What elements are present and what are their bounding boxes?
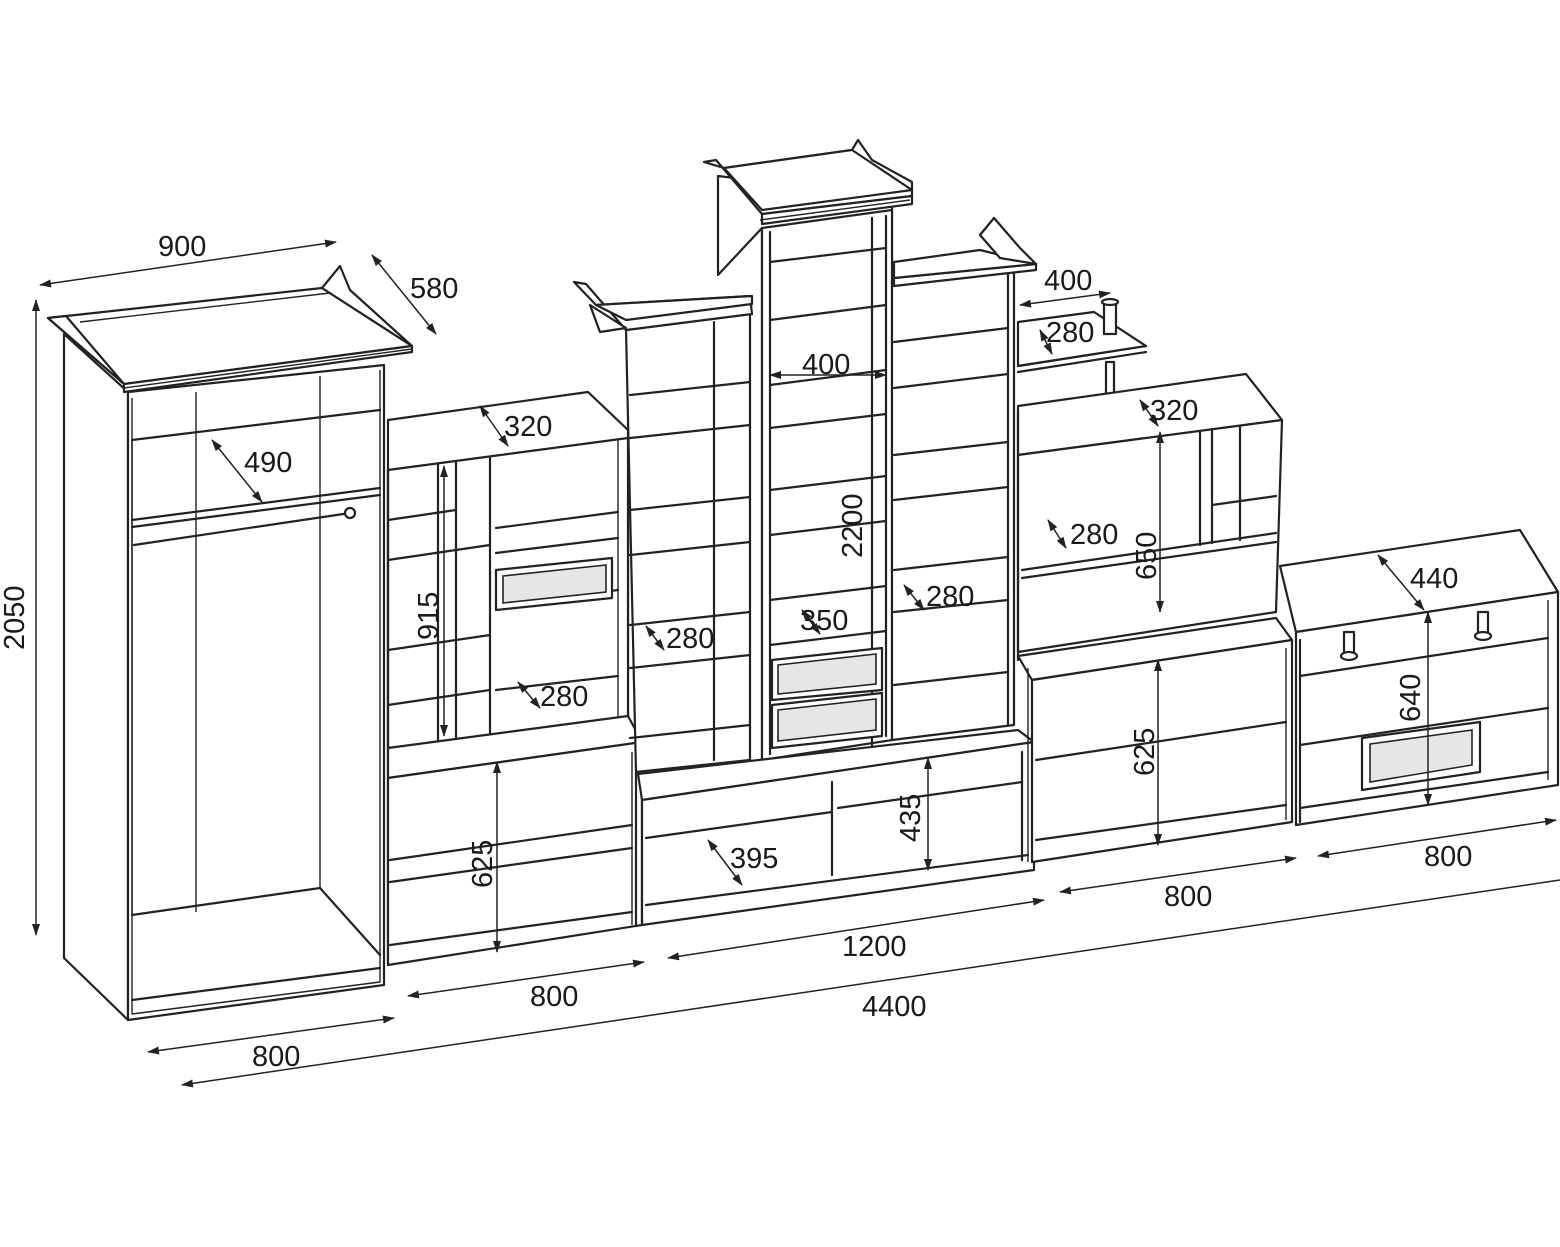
center-left-bookcase <box>572 280 754 927</box>
label-right-shelf-depth: 280 <box>1046 317 1094 349</box>
center-right-bookcase <box>890 216 1038 742</box>
label-overall-width: 4400 <box>862 991 927 1023</box>
label-wardrobe-inner-depth: 490 <box>244 447 292 479</box>
label-right-section-height: 650 <box>1131 532 1163 580</box>
label-center-right-shelf-depth: 280 <box>926 581 974 613</box>
label-left-shelf-depth: 280 <box>540 681 588 713</box>
label-tower-height: 2200 <box>837 493 869 558</box>
label-right-top-depth: 320 <box>1150 395 1198 427</box>
label-right-base-height: 625 <box>1129 728 1161 776</box>
label-far-right-depth: 440 <box>1410 563 1458 595</box>
dimension-lines <box>32 239 1560 1088</box>
label-right-width: 800 <box>1164 881 1212 913</box>
label-wardrobe-width: 800 <box>252 1041 300 1073</box>
label-tower-shelf-depth: 350 <box>800 605 848 637</box>
label-left-base-height: 625 <box>467 840 499 888</box>
wardrobe <box>46 264 414 1022</box>
label-tower-top-width: 400 <box>802 349 850 381</box>
label-overall-height: 2050 <box>0 585 31 650</box>
center-tower <box>702 138 914 890</box>
tv-base <box>636 728 1036 927</box>
left-bookcase <box>386 390 644 967</box>
label-far-right-height: 640 <box>1395 674 1427 722</box>
far-right-unit <box>1278 528 1560 827</box>
label-left-top-depth: 320 <box>504 411 552 443</box>
label-wardrobe-top-depth: 580 <box>410 273 458 305</box>
label-left-width: 800 <box>530 981 578 1013</box>
dimension-labels: 2050 900 580 490 800 4400 320 915 280 62… <box>0 231 1472 1073</box>
label-tv-base-depth: 395 <box>730 843 778 875</box>
label-right-shelf-width: 400 <box>1044 265 1092 297</box>
label-far-right-width: 800 <box>1424 841 1472 873</box>
label-left-section-height: 915 <box>413 592 445 640</box>
label-center-width: 1200 <box>842 931 907 963</box>
label-wardrobe-top-width: 900 <box>158 231 206 263</box>
label-right-inner-depth: 280 <box>1070 519 1118 551</box>
label-center-left-shelf-depth: 280 <box>666 623 714 655</box>
label-tv-base-height: 435 <box>895 794 927 842</box>
